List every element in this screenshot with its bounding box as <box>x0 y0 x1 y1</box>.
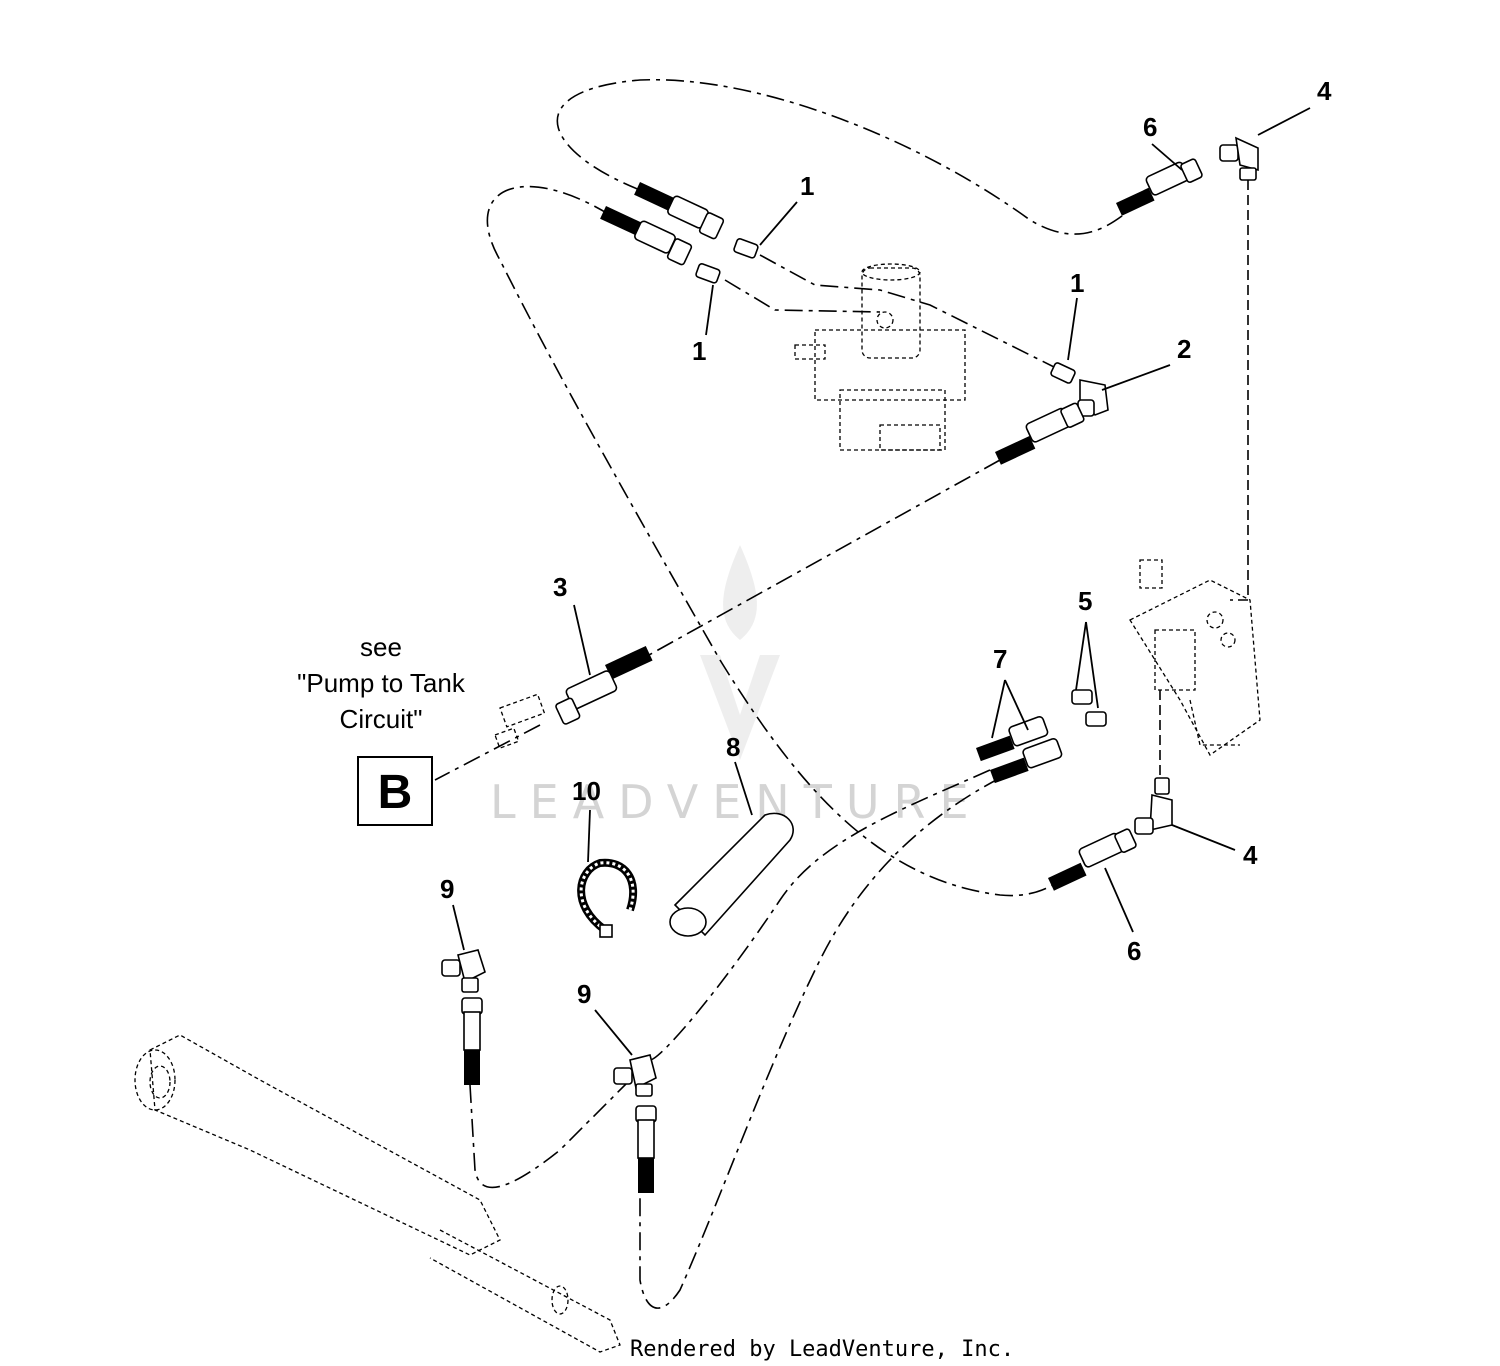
reference-note-line-3: Circuit" <box>340 704 423 734</box>
callout-10: 10 <box>572 776 601 806</box>
reference-note-line-1: see <box>360 632 402 662</box>
reference-note-line-2: "Pump to Tank <box>297 668 466 698</box>
adapter-fitting-1c <box>1050 362 1076 384</box>
render-credit: Rendered by LeadVenture, Inc. <box>630 1337 1014 1362</box>
hose-end-6-top <box>1116 158 1203 216</box>
spool-valve-body <box>1129 559 1261 756</box>
hose-end-top-1 <box>634 182 725 240</box>
hydraulic-cylinder <box>134 1034 621 1353</box>
reference-box-label: B <box>378 766 413 819</box>
hose-assembly-3 <box>555 645 653 725</box>
watermark-logo <box>700 545 780 760</box>
callout-9-left: 9 <box>440 874 454 904</box>
adapter-fittings-5 <box>1071 689 1107 727</box>
elbow-fitting-9b <box>613 1054 657 1097</box>
callout-1-lower: 1 <box>692 336 706 366</box>
callout-3: 3 <box>553 572 567 602</box>
callout-8: 8 <box>726 732 740 762</box>
hose-ends-7 <box>976 716 1063 784</box>
hose-routes <box>434 78 1249 1309</box>
callout-1-upper: 1 <box>800 171 814 201</box>
tee-fitting <box>494 693 546 749</box>
callout-1-right: 1 <box>1070 268 1084 298</box>
callout-9-right: 9 <box>577 979 591 1009</box>
callout-7: 7 <box>993 644 1007 674</box>
sleeve-8 <box>669 812 794 937</box>
callout-5: 5 <box>1078 586 1092 616</box>
hose-end-6-bottom <box>1048 828 1137 891</box>
hose-end-2 <box>995 402 1085 465</box>
hose-end-top-2 <box>600 206 693 266</box>
callout-4-bottom: 4 <box>1243 840 1258 870</box>
cable-tie-10 <box>577 858 638 938</box>
callout-4-top: 4 <box>1317 76 1332 106</box>
adapter-fitting-1b <box>695 263 721 284</box>
hose-end-9a <box>461 997 483 1085</box>
callout-6-bottom: 6 <box>1127 936 1141 966</box>
reference-box <box>357 756 433 826</box>
leader-lines <box>452 107 1311 1056</box>
callout-6-top: 6 <box>1143 112 1157 142</box>
hose-end-9b <box>635 1105 657 1193</box>
elbow-fitting-4-bottom <box>1134 777 1173 835</box>
watermark-text: LEADVENTURE <box>490 775 983 829</box>
elbow-fitting-4-top <box>1219 136 1259 181</box>
callout-2: 2 <box>1177 334 1191 364</box>
control-valve <box>794 263 966 451</box>
elbow-fitting-9a <box>441 949 486 993</box>
adapter-fitting-1a <box>733 238 759 259</box>
elbow-fitting-2 <box>1077 379 1109 417</box>
